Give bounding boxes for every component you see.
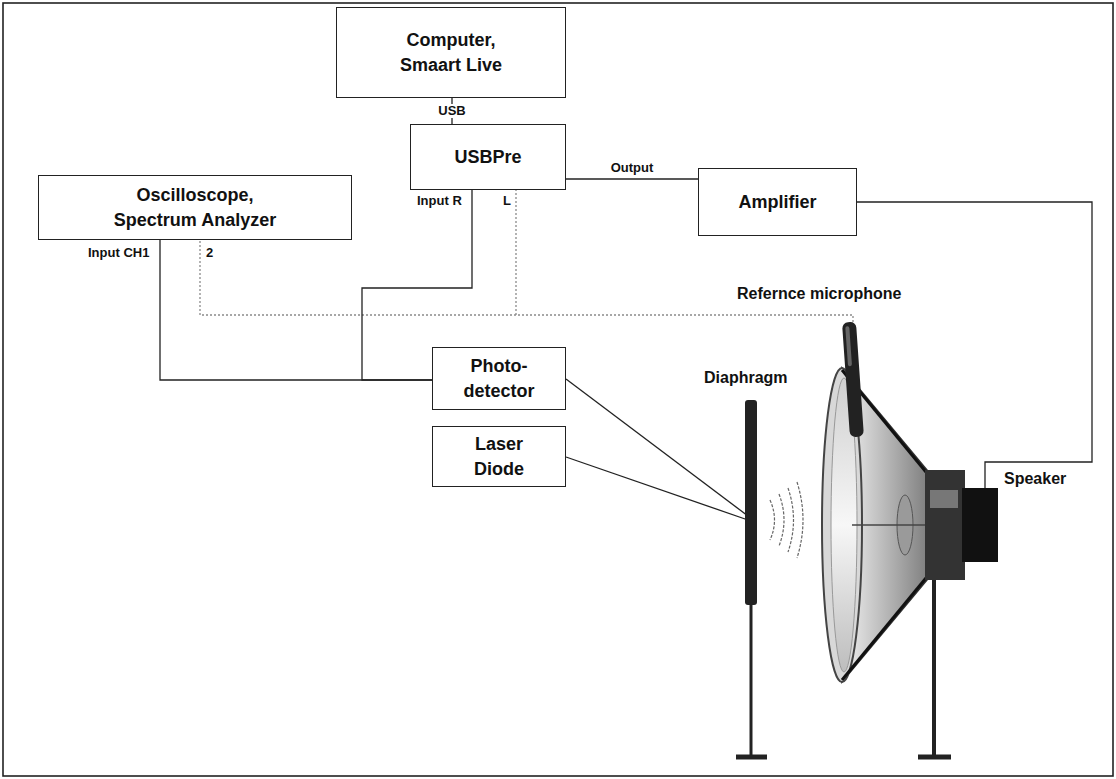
signal-wire [566,178,698,179]
diaphragm-part [750,605,753,757]
laser-beam-part [566,379,748,516]
interface-box: USBPre [410,124,566,190]
laser-beam-part [566,457,748,520]
laser-box: Laser Diode [432,426,566,487]
part-name: Refernce microphone [737,285,901,303]
box-label: Oscilloscope, Spectrum Analyzer [105,183,285,232]
outer-frame-part [3,3,1113,776]
reference-microphone-part [842,322,864,438]
speaker-part [930,490,958,508]
speaker-part [842,578,926,680]
outer-frame [3,3,1113,776]
part-name: Speaker [1004,470,1066,488]
part-name: Diaphragm [704,369,788,387]
diaphragm-part [736,755,767,760]
diaphragm-part [745,400,757,605]
microphone-wire-part [515,190,516,315]
reference-microphone [842,322,864,438]
box-label: Laser Diode [459,432,539,481]
box-label: Amplifier [738,190,816,214]
sound-waves [770,482,803,558]
photodetector-box: Photo- detector [432,347,566,410]
speaker-part [918,755,951,760]
computer-box: Computer, Smaart Live [336,7,566,98]
speaker-part [932,575,936,757]
microphone-wire-part [200,240,853,322]
box-label: Computer, Smaart Live [386,28,516,77]
signal-wire [160,240,432,380]
channel-label: L [503,194,511,209]
wire-label: USB [436,104,467,119]
sound-waves-part [779,494,784,546]
input-label: Input CH1 [88,246,149,261]
sound-waves-part [770,500,775,540]
laser-beam [566,379,748,520]
sound-waves-part [797,482,803,558]
input-label: Input R [417,194,462,209]
box-label: USBPre [454,145,521,169]
sound-waves-part [788,488,794,552]
speaker [822,368,998,757]
speaker-part [852,524,926,526]
speaker-part [962,488,998,562]
wire-label: Output [609,161,656,176]
analyzer-box: Oscilloscope, Spectrum Analyzer [38,175,352,240]
speaker-part [925,470,965,580]
diaphragm [736,400,767,757]
channel-number: 2 [206,246,213,261]
amplifier-box: Amplifier [698,168,857,236]
box-label: Photo- detector [451,354,547,403]
reference-microphone-part [845,326,852,366]
